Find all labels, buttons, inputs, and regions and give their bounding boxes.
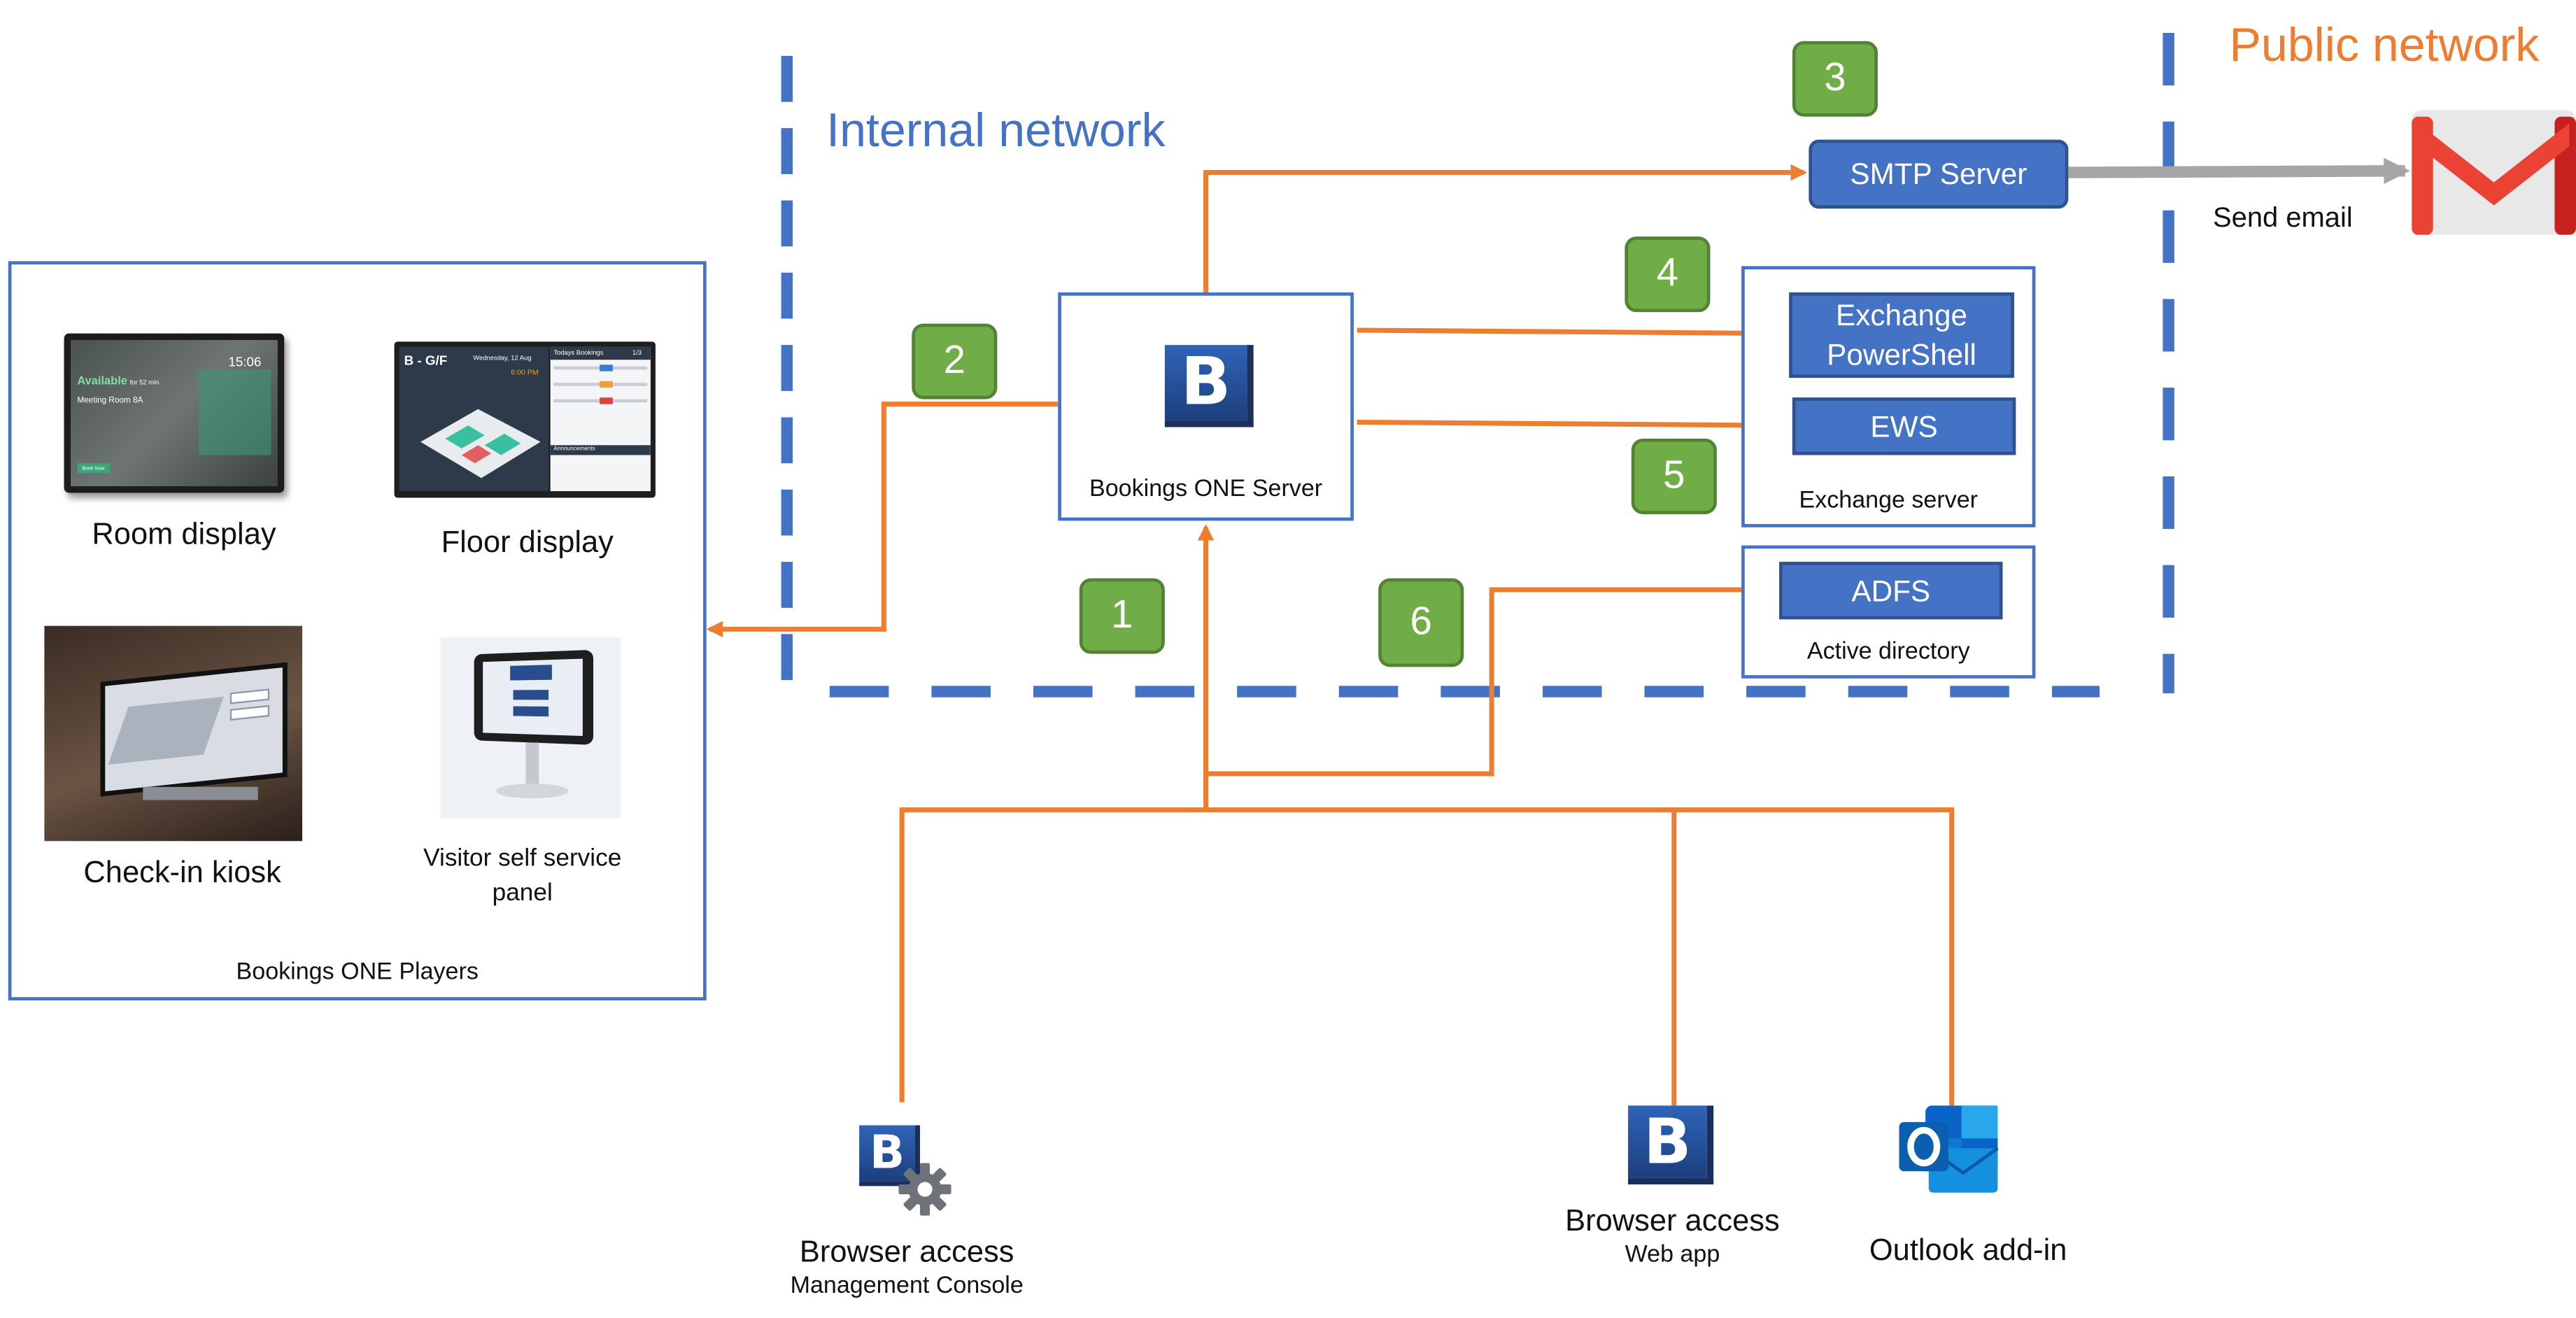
management-console-title: Browser access (799, 1233, 1014, 1268)
smtp-server-box[interactable]: SMTP Server (1809, 139, 2069, 209)
checkin-kiosk-label: Check-in kiosk (83, 854, 281, 889)
server-to-smtp-connector (1203, 164, 1808, 292)
management-console-gear-icon (898, 1163, 951, 1216)
server-caption: Bookings ONE Server (1089, 476, 1323, 503)
room-schedule-panel (199, 369, 271, 455)
room-display-device[interactable]: Available for 52 min 15:06 Meeting Room … (64, 333, 285, 493)
floor-display-device[interactable]: B - G/F Wednesday, 12 Aug 6:00 PM Todays… (394, 341, 656, 498)
floor-title: B - G/F (404, 353, 448, 368)
floor-panel-header (550, 346, 651, 360)
visitor-stand-base (496, 784, 569, 799)
bookings-b-logo-icon[interactable]: B (1628, 1105, 1714, 1185)
active-directory-caption: Active directory (1806, 639, 1970, 666)
floor-bookings-panel: Todays Bookings 1/3 Announcements (550, 346, 651, 492)
players-caption: Bookings ONE Players (236, 959, 479, 986)
step-badge-6: 6 (1378, 578, 1464, 667)
room-display-label: Room display (92, 516, 276, 551)
server-to-players-connector (706, 402, 1059, 638)
step-badge-1: 1 (1079, 578, 1165, 654)
floor-map-screen: B - G/F Wednesday, 12 Aug 6:00 PM (399, 346, 549, 492)
floor-plan-graphic (420, 409, 541, 479)
webapp-title: Browser access (1565, 1202, 1780, 1238)
bookings-b-logo-icon: B (1164, 345, 1254, 427)
room-name: Meeting Room 8A (77, 395, 143, 406)
public-network-title: Public network (2229, 20, 2540, 73)
kiosk-screen (100, 662, 288, 797)
room-time: 15:06 (228, 355, 262, 370)
floor-row-tag (600, 364, 613, 371)
floor-announcements: Announcements (553, 445, 595, 452)
visitor-checkout-button (513, 706, 549, 717)
floor-panel-page: 1/3 (632, 348, 642, 357)
bookings-one-server[interactable]: B Bookings ONE Server (1058, 292, 1354, 521)
send-email-arrow (2068, 157, 2410, 185)
step-badge-3: 3 (1792, 41, 1878, 117)
adfs-box[interactable]: ADFS (1779, 562, 2003, 620)
room-status-sub: for 52 min (129, 378, 160, 386)
checkin-kiosk-photo[interactable] (44, 625, 303, 842)
visitor-checkin-button (513, 690, 549, 700)
ews-box[interactable]: EWS (1792, 397, 2016, 455)
step-badge-2: 2 (912, 323, 998, 399)
management-console-icon-group[interactable]: B (854, 1125, 953, 1217)
step-badge-4: 4 (1625, 236, 1711, 313)
outlook-addin-title: Outlook add-in (1869, 1232, 2067, 1267)
server-to-ews-connector (1357, 417, 1790, 434)
kiosk-button (229, 688, 270, 704)
exchange-server-caption: Exchange server (1799, 488, 1979, 514)
client-bus-connector (899, 807, 1955, 1106)
kiosk-button (229, 704, 270, 721)
trunk-to-adfs-connector (1205, 581, 1778, 777)
floor-time: 6:00 PM (511, 367, 539, 376)
floor-date: Wednesday, 12 Aug (473, 353, 532, 362)
exchange-powershell-box[interactable]: Exchange PowerShell (1789, 292, 2014, 378)
visitor-stand-pole (525, 742, 539, 786)
floor-display-label: Floor display (441, 524, 614, 559)
visitor-panel-label: Visitor self service panel (423, 844, 622, 907)
visitor-tablet (474, 649, 594, 745)
room-book-button: Book Now (77, 463, 110, 474)
step-badge-5: 5 (1631, 438, 1717, 514)
webapp-subtitle: Web app (1625, 1242, 1720, 1268)
internal-network-title: Internal network (826, 105, 1166, 158)
floor-panel-title: Todays Bookings (553, 348, 604, 357)
visitor-panel-photo[interactable] (440, 637, 621, 819)
room-status-text: Available (77, 376, 127, 388)
floor-announce-header (550, 445, 651, 455)
server-to-powershell-connector (1357, 325, 1790, 342)
floor-row-tag (600, 397, 613, 404)
send-email-label: Send email (2213, 201, 2353, 234)
room-display-screen: Available for 52 min 15:06 Meeting Room … (70, 340, 278, 487)
bookings-b-logo-icon: B (859, 1125, 920, 1186)
gmail-icon[interactable] (2412, 110, 2576, 235)
floor-row-tag (600, 381, 613, 388)
kiosk-floor-plan (108, 696, 224, 765)
management-console-subtitle: Management Console (790, 1273, 1024, 1300)
kiosk-stand (143, 786, 258, 800)
visitor-tablet-screen (483, 658, 583, 737)
outlook-icon[interactable] (1899, 1103, 2002, 1194)
visitor-logo (510, 665, 552, 681)
